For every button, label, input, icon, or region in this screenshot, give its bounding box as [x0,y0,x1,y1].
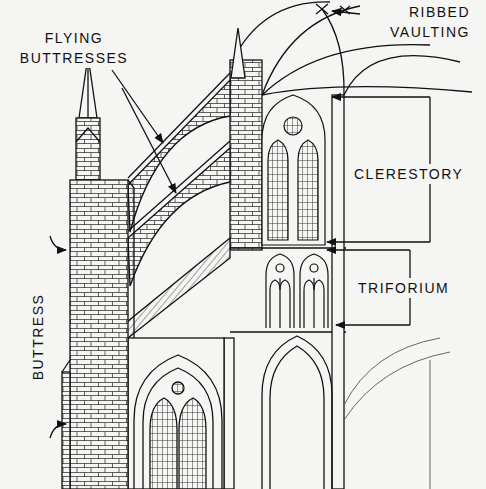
nave-arcade [262,336,332,489]
clerestory-window [268,140,288,240]
aisle [172,382,184,394]
clerestory-window [262,95,325,245]
part-label: TRIFORIUM [356,278,451,298]
triforium-arcade [266,254,328,328]
part-label: CLERESTORY [352,164,465,184]
ribbed-vault [262,87,472,95]
ribbed-vault [262,6,360,95]
leader-line [50,424,66,438]
aisle [134,355,222,489]
buttress-tower [62,56,134,489]
nave-arcade [262,336,450,489]
nave-arcade [430,360,431,489]
leader-line [112,70,163,143]
nave-wall [230,60,262,250]
buttress-tower [128,180,134,338]
buttress-tower [76,118,100,180]
aisle [122,238,230,489]
nave-wall [230,331,346,332]
nave-wall [230,247,346,248]
leader-line [122,88,176,193]
flying-buttress [128,141,230,231]
triforium-arcade [304,280,324,328]
nave-wall [231,28,245,78]
ribbed-vault [316,4,328,14]
triforium-arcade [310,264,318,272]
triforium-arcade [270,280,290,328]
clerestory-window [262,95,325,245]
leader-line [336,324,410,325]
nave-arcade [270,346,324,489]
vertical-part-label: BUTTRESS [28,292,48,383]
aisle [128,338,224,489]
nave-arcade [344,338,440,405]
triforium-arcade [280,278,314,328]
nave-wall [224,28,346,489]
ribbed-vault [322,9,344,95]
ribbed-vault [232,2,472,95]
clerestory-window [298,140,318,240]
triforium-arcade [276,264,284,272]
leader-line [327,249,410,250]
part-label: RIBBED VAULTING [360,2,472,42]
leader-line [50,11,430,438]
flying-buttress [128,80,230,232]
buttress-tower [76,128,100,142]
buttress-tower [62,360,70,372]
leader-line [327,241,430,242]
nave-wall [332,95,344,489]
part-label: FLYING BUTTRESSES [16,28,132,68]
buttress-tower [70,180,128,489]
aisle [143,368,213,489]
nave-arcade [344,352,450,420]
ribbed-vault [232,2,330,62]
leader-line [50,236,66,250]
aisle [150,398,177,489]
aisle [179,398,206,489]
clerestory-window [284,117,302,135]
buttress-tower [62,372,70,489]
leader-line [332,11,360,14]
nave-wall [224,338,234,489]
flying-buttress [128,73,230,286]
leader-line [332,96,430,97]
